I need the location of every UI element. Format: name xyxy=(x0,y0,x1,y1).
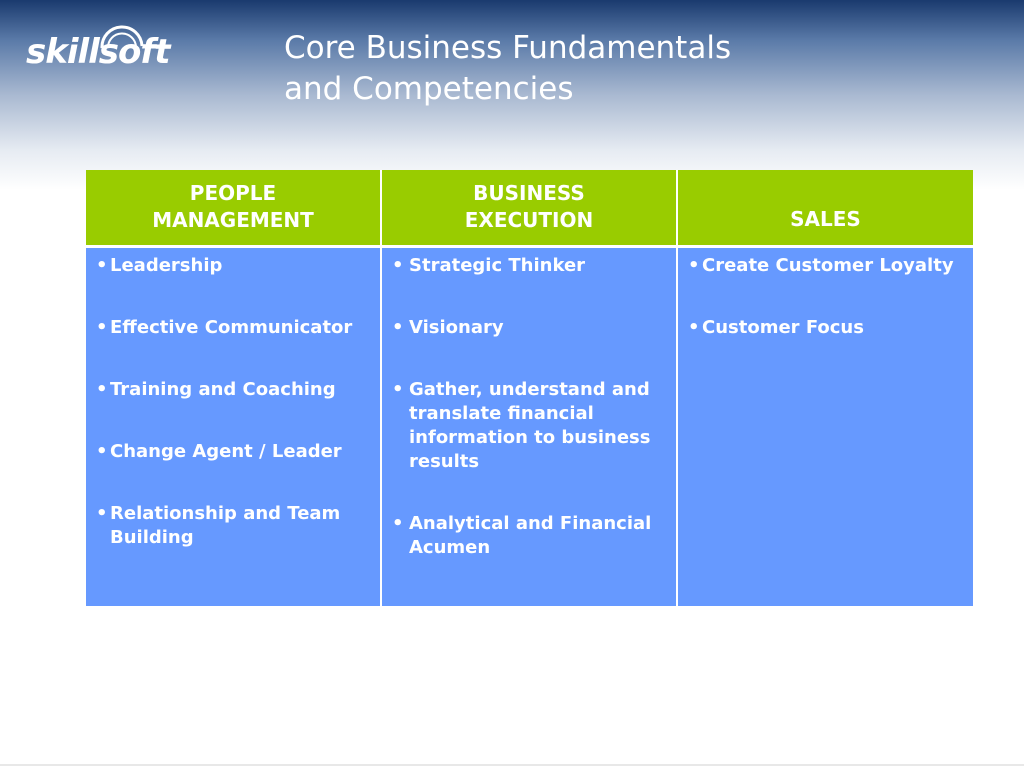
list-item-text: Customer Focus xyxy=(702,316,864,338)
header-line: EXECUTION xyxy=(464,208,594,232)
header-line: BUSINESS xyxy=(473,181,585,205)
list-item: •Customer Focus xyxy=(688,316,965,340)
bullet-icon: • xyxy=(96,378,108,400)
sales-list: •Create Customer Loyalty •Customer Focus xyxy=(688,254,965,340)
list-item: •Leadership xyxy=(96,254,372,278)
business-execution-list: •Strategic Thinker •Visionary •Gather, u… xyxy=(392,254,668,560)
bullet-icon: • xyxy=(96,254,108,276)
list-item-text: Training and Coaching xyxy=(110,378,336,400)
list-item: •Create Customer Loyalty xyxy=(688,254,965,278)
bullet-icon: • xyxy=(96,502,108,524)
list-item-text: Analytical and Financial Acumen xyxy=(409,512,652,558)
list-item: •Change Agent / Leader xyxy=(96,440,372,464)
bullet-icon: • xyxy=(688,316,700,338)
header-people-management: PEOPLE MANAGEMENT xyxy=(86,170,381,248)
skillsoft-logo: skillsoft xyxy=(26,16,176,72)
bullet-icon: • xyxy=(392,378,404,400)
list-item: •Visionary xyxy=(392,316,668,340)
list-item: •Effective Communicator xyxy=(96,316,372,340)
logo-text: skillsoft xyxy=(26,32,170,72)
bullet-icon: • xyxy=(96,316,108,338)
cell-sales: •Create Customer Loyalty •Customer Focus xyxy=(676,246,973,606)
list-item: •Relationship and Team Building xyxy=(96,502,372,550)
bullet-icon: • xyxy=(96,440,108,462)
list-item: •Training and Coaching xyxy=(96,378,372,402)
cell-people-management: •Leadership •Effective Communicator •Tra… xyxy=(86,246,381,606)
list-item-text: Effective Communicator xyxy=(110,316,353,338)
list-item-text: Strategic Thinker xyxy=(409,254,586,276)
header-line: PEOPLE xyxy=(189,181,277,205)
list-item-text: Leadership xyxy=(110,254,223,276)
bullet-icon: • xyxy=(688,254,700,276)
list-item: •Strategic Thinker xyxy=(392,254,668,278)
footer-divider xyxy=(0,764,1024,766)
logo-arc-icon xyxy=(100,25,144,49)
list-item-text: Gather, understand and translate financi… xyxy=(409,378,651,472)
list-item-text: Create Customer Loyalty xyxy=(702,254,954,276)
table-body-row: •Leadership •Effective Communicator •Tra… xyxy=(86,246,973,606)
header-line: SALES xyxy=(790,206,861,231)
competency-table: PEOPLE MANAGEMENT BUSINESS EXECUTION SAL… xyxy=(86,170,973,606)
title-line-2: and Competencies xyxy=(284,71,574,107)
bullet-icon: • xyxy=(392,254,404,276)
list-item-text: Change Agent / Leader xyxy=(110,440,342,462)
bullet-icon: • xyxy=(392,512,404,534)
page-title: Core Business Fundamentals and Competenc… xyxy=(284,28,984,110)
table-header-row: PEOPLE MANAGEMENT BUSINESS EXECUTION SAL… xyxy=(86,170,973,248)
list-item-text: Relationship and Team Building xyxy=(110,502,341,548)
header-sales: SALES xyxy=(676,170,973,248)
list-item-text: Visionary xyxy=(409,316,504,338)
list-item: •Analytical and Financial Acumen xyxy=(392,512,668,560)
header-business-execution: BUSINESS EXECUTION xyxy=(380,170,677,248)
list-item: •Gather, understand and translate financ… xyxy=(392,378,668,474)
people-management-list: •Leadership •Effective Communicator •Tra… xyxy=(96,254,372,550)
title-line-1: Core Business Fundamentals xyxy=(284,30,732,66)
cell-business-execution: •Strategic Thinker •Visionary •Gather, u… xyxy=(380,246,677,606)
bullet-icon: • xyxy=(392,316,404,338)
header-line: MANAGEMENT xyxy=(152,208,314,232)
